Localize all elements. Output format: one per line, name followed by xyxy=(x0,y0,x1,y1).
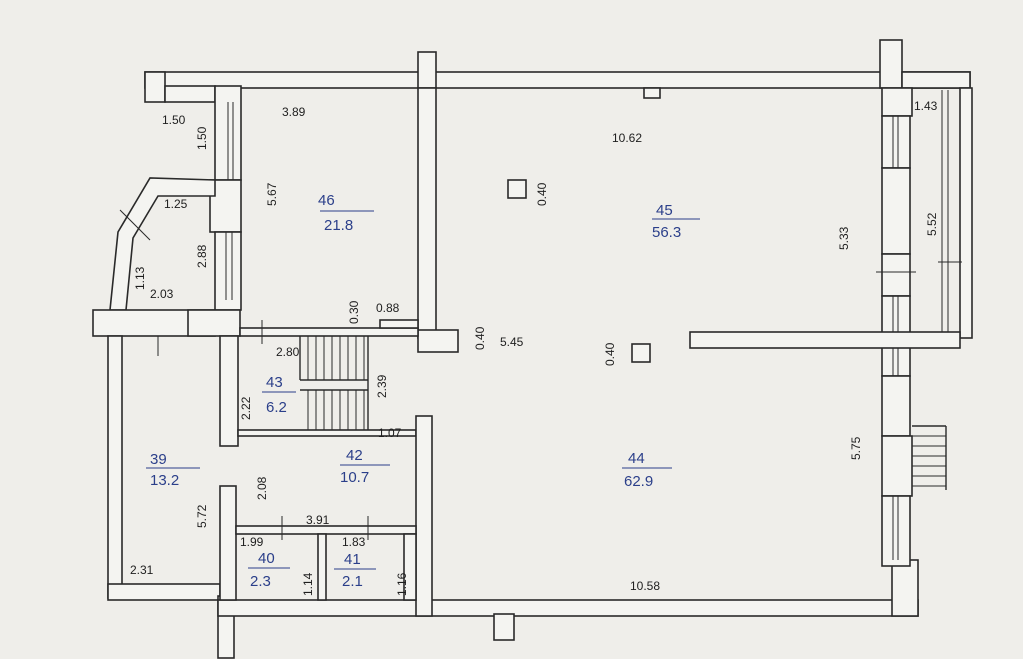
room-45-label: 45 56.3 xyxy=(652,202,700,241)
dim-label: 1.43 xyxy=(914,99,938,113)
room-42-label: 42 10.7 xyxy=(340,447,390,486)
dim-label: 0.88 xyxy=(376,301,400,315)
dim-label: 5.45 xyxy=(500,335,524,349)
room-42-area: 10.7 xyxy=(340,469,369,486)
stairs xyxy=(299,336,947,490)
room-40-number: 40 xyxy=(258,550,275,567)
dim-label: 5.33 xyxy=(837,226,851,250)
dim-label: 3.89 xyxy=(282,105,306,119)
room-39-number: 39 xyxy=(150,451,167,468)
dim-label: 1.07 xyxy=(378,426,402,440)
room-45-number: 45 xyxy=(656,202,673,219)
dim-label: 5.52 xyxy=(925,212,939,236)
dim-label: 0.30 xyxy=(347,300,361,324)
dim-label: 5.72 xyxy=(195,504,209,528)
room-labels: 46 21.8 45 56.3 43 6.2 39 13.2 42 10.7 4… xyxy=(146,192,700,590)
room-45-area: 56.3 xyxy=(652,224,681,241)
room-41-area: 2.1 xyxy=(342,573,363,590)
dim-label: 2.31 xyxy=(130,563,154,577)
dim-label: 2.88 xyxy=(195,244,209,268)
dim-label: 0.40 xyxy=(603,342,617,366)
dim-label: 0.40 xyxy=(535,182,549,206)
dim-label: 0.40 xyxy=(473,326,487,350)
wall-bottom xyxy=(217,599,919,617)
room-43-label: 43 6.2 xyxy=(262,374,296,416)
wall-46-45 xyxy=(417,87,437,339)
wall-top-post-left xyxy=(417,51,437,89)
dim-label: 1.99 xyxy=(240,535,264,549)
wall-top-left-stub xyxy=(144,71,166,103)
room-44-number: 44 xyxy=(628,450,645,467)
room-46-label: 46 21.8 xyxy=(318,192,374,234)
dim-label: 10.58 xyxy=(630,579,660,593)
room-39-area: 13.2 xyxy=(150,472,179,489)
interior-walls xyxy=(219,87,961,617)
room-39-label: 39 13.2 xyxy=(146,451,200,489)
dim-label: 1.16 xyxy=(395,572,409,596)
dim-label: 1.14 xyxy=(301,572,315,596)
room-41-label: 41 2.1 xyxy=(334,551,376,590)
dim-label: 2.08 xyxy=(255,476,269,500)
windows xyxy=(119,90,962,560)
room-44-label: 44 62.9 xyxy=(622,450,672,490)
dim-label: 2.03 xyxy=(150,287,174,301)
dim-label: 1.50 xyxy=(195,126,209,150)
dim-label: 10.62 xyxy=(612,131,642,145)
room-46-number: 46 xyxy=(318,192,335,209)
room-41-number: 41 xyxy=(344,551,361,568)
dim-label: 5.75 xyxy=(849,436,863,460)
dimension-labels: 1.50 1.50 3.89 10.62 1.43 1.25 5.67 0.40… xyxy=(130,99,939,596)
room-40-area: 2.3 xyxy=(250,573,271,590)
dim-label: 2.22 xyxy=(239,396,253,420)
dim-label: 3.91 xyxy=(306,513,330,527)
room-43-area: 6.2 xyxy=(266,399,287,416)
wall-45-44 xyxy=(689,331,961,349)
room-42-number: 42 xyxy=(346,447,363,464)
dim-label: 1.25 xyxy=(164,197,188,211)
dim-label: 1.13 xyxy=(133,266,147,290)
dim-label: 1.83 xyxy=(342,535,366,549)
room-40-label: 40 2.3 xyxy=(248,550,290,590)
column-upper xyxy=(507,179,527,199)
wall-top-post-right xyxy=(879,39,903,89)
dim-label: 1.50 xyxy=(162,113,186,127)
column-lower xyxy=(631,343,651,363)
room-43-number: 43 xyxy=(266,374,283,391)
dim-label: 5.67 xyxy=(265,182,279,206)
dim-label: 2.39 xyxy=(375,374,389,398)
room-46-area: 21.8 xyxy=(324,217,353,234)
room-44-area: 62.9 xyxy=(624,473,653,490)
wall-top xyxy=(144,71,971,89)
tick-marks xyxy=(157,320,369,540)
dim-label: 2.80 xyxy=(276,345,300,359)
